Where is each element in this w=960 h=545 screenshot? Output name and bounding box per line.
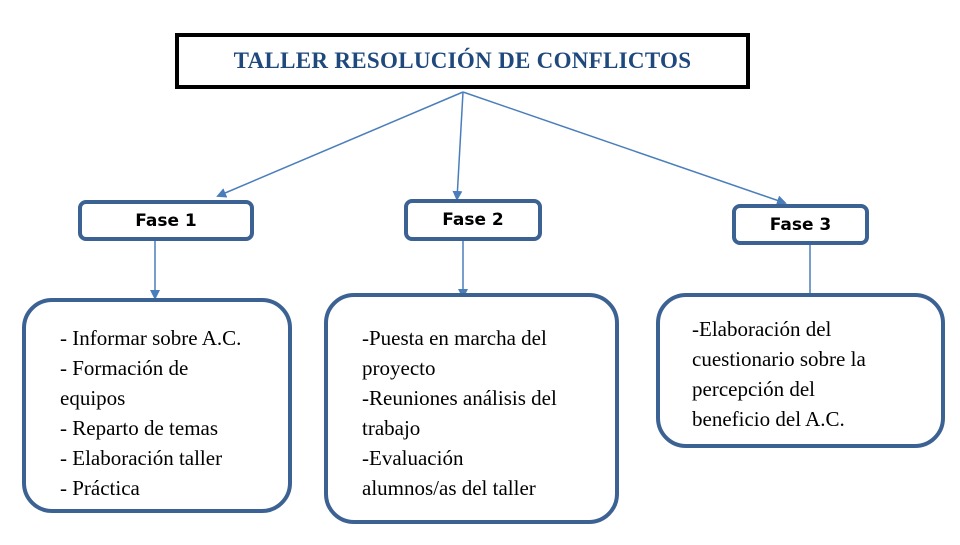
title-box: TALLER RESOLUCIÓN DE CONFLICTOS — [175, 33, 750, 89]
detail-item: alumnos/as del taller — [362, 476, 536, 500]
phase-box-3: Fase 3 — [732, 204, 869, 245]
phase-box-1: Fase 1 — [78, 200, 254, 241]
phase-2-details: -Puesta en marcha del proyecto -Reunione… — [324, 293, 619, 524]
detail-item: equipos — [60, 386, 126, 410]
phase-label: Fase 1 — [135, 210, 197, 231]
detail-item: -Evaluación — [362, 446, 464, 470]
detail-item: - Práctica — [60, 476, 140, 500]
phase-box-2: Fase 2 — [404, 199, 542, 241]
arrow-title-to-fase-3 — [462, 91, 787, 206]
phase-3-details: -Elaboración del cuestionario sobre la p… — [656, 293, 945, 448]
detail-item: - Informar sobre A.C. — [60, 326, 242, 350]
detail-item: - Reparto de temas — [60, 416, 219, 440]
detail-item: beneficio del A.C. — [692, 407, 845, 431]
diagram-title: TALLER RESOLUCIÓN DE CONFLICTOS — [233, 48, 692, 73]
detail-item: - Formación de — [60, 356, 189, 380]
detail-item: -Reuniones análisis del — [362, 386, 557, 410]
detail-item: -Puesta en marcha del — [362, 326, 547, 350]
detail-item: -Elaboración del — [692, 317, 832, 341]
detail-item: trabajo — [362, 416, 421, 440]
detail-item: cuestionario sobre la — [692, 347, 866, 371]
arrow-title-to-fase-1 — [216, 91, 464, 198]
phase-1-details: - Informar sobre A.C. - Formación de equ… — [22, 298, 292, 513]
detail-item: proyecto — [362, 356, 436, 380]
details-list: -Elaboración del cuestionario sobre la p… — [660, 297, 941, 434]
arrow-title-to-fase-2 — [452, 91, 464, 201]
phase-label: Fase 3 — [769, 214, 832, 235]
detail-item: percepción del — [692, 377, 816, 401]
details-list: -Puesta en marcha del proyecto -Reunione… — [328, 297, 615, 503]
detail-item: - Elaboración taller — [60, 446, 223, 470]
phase-label: Fase 2 — [442, 210, 504, 230]
details-list: - Informar sobre A.C. - Formación de equ… — [26, 302, 288, 503]
